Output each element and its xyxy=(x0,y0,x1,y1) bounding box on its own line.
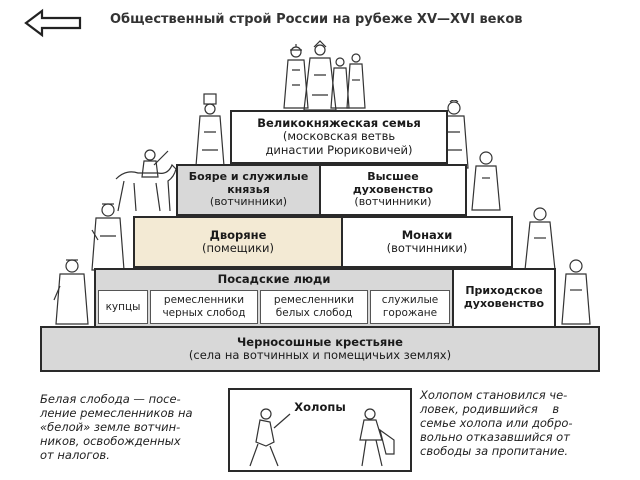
boyars-title2: князья xyxy=(227,182,270,196)
parish-clergy-title2: духовенство xyxy=(463,297,545,310)
cell-label: белых слобод xyxy=(275,307,353,319)
townspeople-title: Посадские люди xyxy=(217,272,331,286)
note-line: семье холопа или добро- xyxy=(420,416,573,431)
grand-family-figures xyxy=(283,40,366,111)
cell-label: купцы xyxy=(105,300,141,313)
monk-figure-right xyxy=(471,151,501,211)
cell-label: ремесленники xyxy=(163,294,245,307)
high-clergy-title2: духовенство xyxy=(352,182,434,196)
note-white-sloboda: Белая слобода — посе- ление ремесленнико… xyxy=(40,392,220,462)
serfs-title: Холопы xyxy=(294,400,346,414)
nobles-box: Дворяне (помещики) xyxy=(133,216,343,268)
townspeople-cell-merchants: купцы xyxy=(98,290,148,324)
peasants-box: Черносошные крестьяне (села на вотчинных… xyxy=(40,326,600,372)
page-title: Общественный строй России на рубеже XV—X… xyxy=(110,11,523,27)
clergy-figure-left xyxy=(195,93,225,167)
high-clergy-sub: (вотчинники) xyxy=(354,195,432,209)
note-line: ников, освобожденных xyxy=(40,434,181,449)
cell-label: черных слобод xyxy=(162,307,246,319)
cell-label: горожане xyxy=(382,307,438,319)
note-serfs: Холопом становился че- ловек, родившийся… xyxy=(420,388,610,458)
note-line: вольно отказавшийся от xyxy=(420,430,570,445)
monks-sub: (вотчинники) xyxy=(386,241,468,255)
nobles-sub: (помещики) xyxy=(201,241,274,255)
serf-figure-right xyxy=(359,408,395,467)
note-line: «белой» земле вотчин- xyxy=(40,420,181,435)
back-button[interactable] xyxy=(24,8,82,38)
cell-label: ремесленники xyxy=(273,294,355,307)
townspeople-cell-service: служилые горожане xyxy=(370,290,450,324)
merchant-figure xyxy=(53,259,89,325)
monks-title: Монахи xyxy=(401,227,453,242)
parish-clergy-title1: Приходское xyxy=(465,284,543,298)
townspeople-cell-black-crafts: ремесленники черных слобод xyxy=(150,290,258,324)
boyars-title1: Бояре и служилые xyxy=(188,170,309,184)
cell-label: служилые xyxy=(381,294,439,307)
note-line: Белая слобода — посе- xyxy=(40,392,181,406)
peasants-title: Черносошные крестьяне xyxy=(237,334,403,349)
serf-figure-left xyxy=(249,408,291,467)
grand-family-sub1: (московская ветвь xyxy=(282,129,396,144)
boyars-sub: (вотчинники) xyxy=(209,195,288,209)
horseman-figure xyxy=(115,149,177,212)
townspeople-box: Посадские люди купцы ремесленники черных… xyxy=(94,268,454,328)
arrow-left-icon xyxy=(24,8,82,38)
monks-box: Монахи (вотчинники) xyxy=(341,216,513,268)
grand-family-title: Великокняжеская семья xyxy=(257,116,421,131)
note-line: от налогов. xyxy=(40,448,110,463)
high-clergy-box: Высшее духовенство (вотчинники) xyxy=(319,164,467,216)
parish-clergy-box: Приходское духовенство xyxy=(452,268,556,328)
serfs-box: Холопы xyxy=(228,388,412,472)
note-line: свободы за пропитание. xyxy=(420,444,569,459)
noble-figure-left xyxy=(91,203,125,271)
monk-figure-far-right xyxy=(524,207,556,271)
townspeople-cell-white-crafts: ремесленники белых слобод xyxy=(260,290,368,324)
grand-family-sub2: династии Рюриковичей) xyxy=(265,142,413,157)
peasants-sub: (села на вотчинных и помещичьих землях) xyxy=(188,348,452,362)
high-clergy-title1: Высшее xyxy=(367,170,419,184)
priest-figure xyxy=(561,259,591,325)
note-line: Холопом становился че- xyxy=(420,388,568,402)
boyars-box: Бояре и служилые князья (вотчинники) xyxy=(176,164,321,216)
note-line: ление ремесленников на xyxy=(40,406,193,421)
nobles-title: Дворяне xyxy=(209,227,267,242)
grand-family-box: Великокняжеская семья (московская ветвь … xyxy=(230,110,448,164)
note-line: ловек, родившийся в xyxy=(420,402,560,417)
